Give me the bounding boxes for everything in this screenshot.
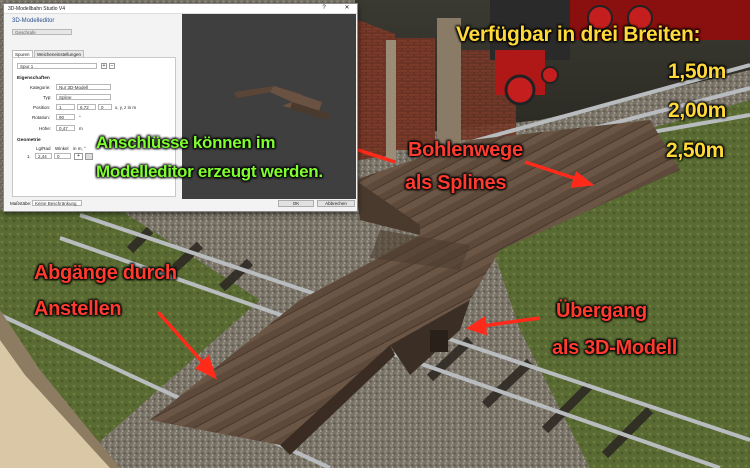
track-properties-panel: Spur 1 + − Eigenschaften Kategorie: Nur … xyxy=(12,57,176,197)
caption-connections-line2: Modelleditor erzeugt werden. xyxy=(96,162,323,181)
caption-planks-line1: Bohlenwege xyxy=(408,139,523,161)
position-y-input[interactable]: 6,72 xyxy=(77,104,96,110)
model-preview-viewport[interactable] xyxy=(182,14,356,199)
height-unit: m xyxy=(79,126,83,131)
model-editor-dialog: 3D-Modellbahn Studio V4 ? ✕ 3D-Modelledi… xyxy=(3,3,358,212)
caption-exits-line2: Anstellen xyxy=(34,298,122,320)
remove-track-button[interactable]: − xyxy=(109,63,115,69)
position-label: Position: xyxy=(33,105,51,110)
ok-button[interactable]: OK xyxy=(278,200,314,207)
add-track-button[interactable]: + xyxy=(101,63,107,69)
position-x-input[interactable]: 1 xyxy=(56,104,75,110)
geometry-row-index: 1. xyxy=(27,154,31,159)
caption-width-200: 2,00m xyxy=(668,99,727,122)
caption-crossing-line2: als 3D-Modell xyxy=(552,337,678,359)
length-column-header: Lg/Rad xyxy=(36,146,51,151)
type-label: Typ: xyxy=(43,95,52,100)
tab-switch-settings[interactable]: Weicheneinstellungen xyxy=(34,50,84,58)
remove-segment-button[interactable] xyxy=(85,153,93,160)
angle-column-header: Winkel xyxy=(55,146,69,151)
rotation-unit: ° xyxy=(79,115,81,120)
window-title: 3D-Modellbahn Studio V4 xyxy=(8,5,65,12)
caption-available-widths: Verfügbar in drei Breiten: xyxy=(456,23,701,46)
dialog-header: 3D-Modelleditor xyxy=(12,18,55,24)
caption-connections-line1: Anschlüsse können im xyxy=(96,133,276,152)
model-type-dropdown[interactable]: Geschrafe xyxy=(12,29,72,35)
rotation-input[interactable]: 90 xyxy=(56,114,75,120)
track-select[interactable]: Spur 1 xyxy=(17,63,97,69)
help-button[interactable]: ? xyxy=(322,5,326,11)
segment-angle-input[interactable]: 0 xyxy=(54,153,71,159)
scale-select[interactable]: Keine Beschränkung xyxy=(32,200,82,206)
rotation-label: Rotation: xyxy=(32,115,51,120)
type-select[interactable]: Spline xyxy=(56,94,111,100)
unit-column-header: in m, ° xyxy=(73,146,86,151)
dialog-footer: Maßstäbe: Keine Beschränkung OK Abbreche… xyxy=(4,197,357,211)
title-bar: 3D-Modellbahn Studio V4 ? ✕ xyxy=(4,4,357,14)
properties-heading: Eigenschaften xyxy=(17,76,50,81)
close-button[interactable]: ✕ xyxy=(344,5,350,11)
segment-length-input[interactable]: 2,44 xyxy=(35,153,52,159)
caption-planks-line2: als Splines xyxy=(405,172,507,194)
cancel-button[interactable]: Abbrechen xyxy=(317,200,355,207)
caption-width-150: 1,50m xyxy=(668,60,727,83)
height-input[interactable]: 0,47 xyxy=(56,125,75,131)
position-unit: x, y, z in m xyxy=(115,105,137,110)
category-select[interactable]: Nur 3D-Modell xyxy=(56,84,111,90)
caption-exits-line1: Abgänge durch xyxy=(34,262,177,284)
tab-tracks[interactable]: Spuren xyxy=(12,50,33,58)
category-label: Kategorie: xyxy=(30,85,51,90)
geometry-heading: Geometrie xyxy=(17,138,41,143)
caption-width-250: 2,50m xyxy=(666,139,725,162)
height-label: Höhe: xyxy=(39,126,52,131)
position-z-input[interactable]: 0 xyxy=(98,104,112,110)
caption-crossing-line1: Übergang xyxy=(556,300,647,322)
add-segment-button[interactable]: + xyxy=(74,153,83,160)
scale-label: Maßstäbe: xyxy=(10,201,32,206)
